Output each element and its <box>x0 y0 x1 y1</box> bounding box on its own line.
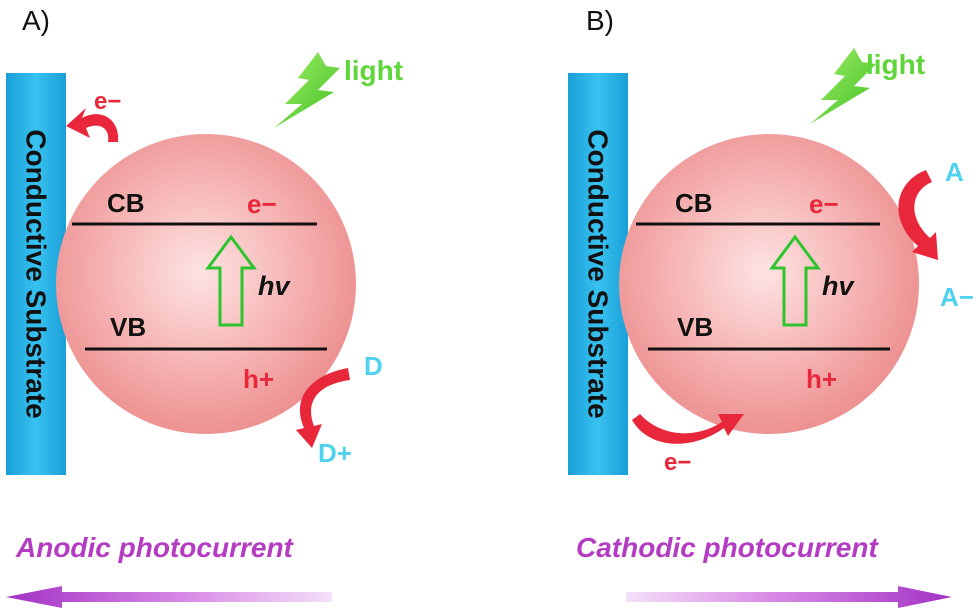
vb-hole-label-a: h+ <box>243 364 274 394</box>
light-label-a: light <box>344 55 403 86</box>
panel-a-label: A) <box>22 5 50 36</box>
substrate-a-bar <box>6 73 66 475</box>
panel-b: B) Conductive Substrate CB VB e− h+ hv l… <box>568 5 974 608</box>
donor-product-label-a: D+ <box>318 438 352 468</box>
photon-energy-label-a: hv <box>258 271 291 301</box>
donor-label-a: D <box>364 351 383 381</box>
vb-hole-label-b: h+ <box>806 364 837 394</box>
photocurrent-label-a: Anodic photocurrent <box>15 532 295 563</box>
excitation-arrow-icon-b <box>769 234 821 327</box>
electron-injection-arrow-icon-b <box>632 414 744 444</box>
photocurrent-label-b: Cathodic photocurrent <box>576 532 879 563</box>
substrate-a: Conductive Substrate <box>6 73 66 475</box>
semiconductor-particle-b <box>619 134 919 434</box>
substrate-b: Conductive Substrate <box>568 73 628 475</box>
cb-electron-label-b: e− <box>809 189 839 219</box>
donor-oxidation-arrow-icon-a <box>296 368 350 448</box>
light-bolt-icon-b <box>810 48 876 124</box>
substrate-a-label: Conductive Substrate <box>21 129 52 418</box>
light-bolt-icon-a <box>274 52 340 128</box>
cb-label-b: CB <box>675 188 713 218</box>
electron-transfer-arrow-icon-a <box>66 108 119 142</box>
acceptor-product-label-b: A− <box>940 282 974 312</box>
acceptor-label-b: A <box>945 157 964 187</box>
substrate-b-bar <box>568 73 628 475</box>
acceptor-reduction-arrow-icon-b <box>898 170 938 260</box>
semiconductor-particle-a <box>56 134 356 434</box>
panel-a: A) Conductive Substrate CB VB e− h+ hv l… <box>6 5 403 608</box>
excitation-arrow-icon-a <box>205 234 257 327</box>
light-label-b: light <box>866 49 925 80</box>
vb-label-a: VB <box>110 312 146 342</box>
substrate-electron-label-b: e− <box>664 449 691 476</box>
photocurrent-arrow-icon-a <box>6 586 332 608</box>
panel-b-label: B) <box>586 5 614 36</box>
photocurrent-arrow-icon-b <box>626 586 952 608</box>
substrate-electron-label-a: e− <box>94 88 121 115</box>
vb-label-b: VB <box>677 312 713 342</box>
cb-electron-label-a: e− <box>247 189 277 219</box>
photon-energy-label-b: hv <box>822 271 855 301</box>
substrate-b-label: Conductive Substrate <box>583 129 614 418</box>
cb-label-a: CB <box>107 188 145 218</box>
